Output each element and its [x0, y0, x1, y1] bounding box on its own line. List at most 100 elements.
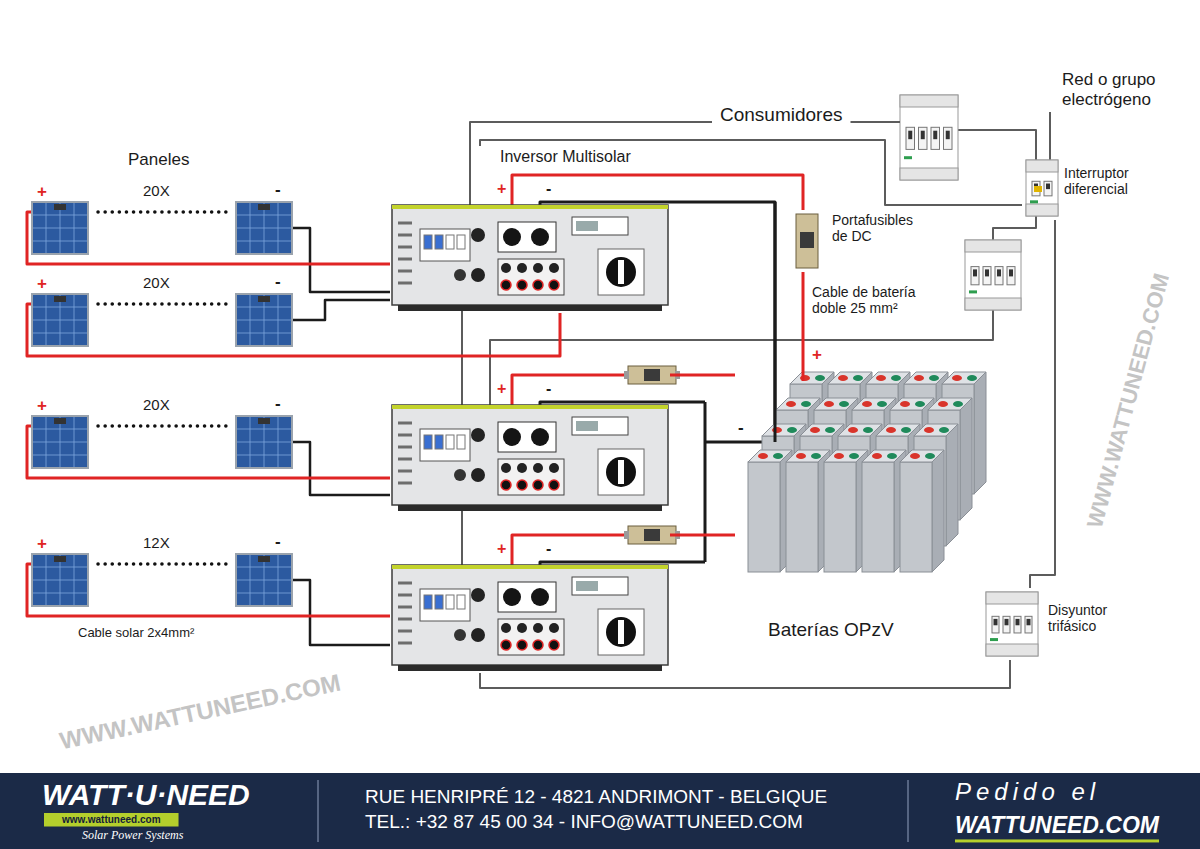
io-terminal: [501, 263, 511, 273]
cell-side: [946, 424, 958, 546]
cell-top: [876, 424, 920, 436]
cell-side: [974, 372, 986, 494]
breaker-toggle: [921, 131, 925, 140]
cell-terminal: [824, 401, 834, 407]
ac-wire: [461, 311, 463, 405]
io-terminal: [517, 263, 527, 273]
fuse-holder-symbol: [796, 214, 818, 268]
breaker-mark: [990, 638, 998, 641]
inverter-base: [398, 305, 662, 311]
battery-terminal: [503, 428, 521, 446]
panel-grid: [237, 580, 291, 581]
load-label: Consumidores: [720, 104, 843, 126]
breaker-body: [986, 592, 1038, 656]
footer-band: [0, 773, 1200, 849]
panel-grid: [74, 203, 75, 253]
panel-grid: [237, 320, 291, 321]
node-label: Disyuntor trifásico: [1048, 602, 1122, 634]
inverter-case: [392, 565, 668, 665]
node-label: -: [546, 180, 551, 198]
io-terminal: [501, 463, 511, 473]
breaker-mark: [1030, 200, 1038, 203]
panel-grid: [74, 417, 75, 467]
footer-separator: [907, 780, 909, 842]
pv-breaker-pole: [424, 435, 432, 449]
node-label: +: [497, 180, 506, 198]
continuation-dots: [98, 302, 228, 306]
cell-top: [776, 398, 820, 410]
node-label: Baterías OPzV: [768, 619, 894, 641]
ac-cable: [480, 140, 1022, 205]
panel-grid: [237, 455, 291, 456]
node-label: -: [275, 180, 281, 200]
panel-grid: [33, 580, 87, 581]
node-label: -: [275, 272, 281, 292]
battery-terminal: [531, 228, 549, 246]
test-button: [1034, 186, 1042, 192]
cell-terminal: [901, 427, 911, 433]
breaker-pole: [995, 267, 1003, 285]
cell-top: [866, 372, 910, 384]
inverter-base: [398, 665, 662, 671]
battery-cell: [786, 450, 830, 572]
breaker-symbol: [900, 95, 958, 180]
mc4-connector: [471, 428, 485, 442]
panel-body: [32, 416, 88, 468]
section-title: Paneles: [128, 150, 189, 170]
continuation-dots: [98, 210, 228, 214]
panel-grid: [237, 333, 291, 334]
mc4-connector: [471, 588, 485, 602]
ac-cable: [480, 660, 1010, 688]
breaker-bottom: [986, 644, 1038, 656]
pv-breaker-pole: [424, 235, 432, 249]
panel-grid: [33, 320, 87, 321]
positive-wire: [802, 345, 805, 381]
display-screen: [576, 421, 598, 431]
cell-terminal: [891, 375, 901, 381]
breaker-pole: [944, 127, 953, 149]
display-screen: [576, 581, 598, 591]
cell-top: [814, 398, 858, 410]
cell-terminal: [939, 427, 949, 433]
vent: [398, 446, 412, 449]
cell-terminal: [910, 453, 920, 459]
node-label: +: [497, 380, 506, 398]
battery-cell: [824, 450, 868, 572]
inverter: Inversor Multisolar+-: [390, 146, 670, 313]
brand-tagline: Solar Power Systems: [82, 829, 183, 843]
solar-panel: [32, 202, 88, 254]
cell-front: [786, 462, 818, 572]
io-terminal-block: [498, 619, 564, 655]
panel-grid: [33, 241, 87, 242]
dc-cable: [670, 374, 735, 377]
battery-terminal: [531, 428, 549, 446]
fuse-cap: [800, 232, 814, 248]
cell-terminal: [786, 401, 796, 407]
breaker-pole: [1007, 267, 1015, 285]
panel-body: [32, 294, 88, 346]
panel-grid: [33, 333, 87, 334]
cell-top: [890, 398, 934, 410]
node-label: -: [546, 380, 551, 398]
cell-top: [914, 424, 958, 436]
vent: [398, 434, 412, 437]
fuse-clip: [624, 531, 629, 539]
panel-grid: [278, 555, 279, 605]
cell-side: [932, 450, 944, 572]
cell-terminal: [886, 427, 896, 433]
ac-wire: [1049, 112, 1051, 160]
io-terminal: [501, 640, 511, 650]
cell-terminal: [862, 401, 872, 407]
breaker-pole: [919, 127, 928, 149]
vent: [398, 606, 412, 609]
io-terminal: [517, 280, 527, 290]
io-terminal: [501, 480, 511, 490]
panel-grid: [33, 228, 87, 229]
breaker-pole: [906, 127, 915, 149]
cell-terminal: [839, 401, 849, 407]
brand-logo: WATT·U·NEED: [42, 778, 250, 813]
cell-top: [942, 372, 986, 384]
cell-top: [800, 424, 844, 436]
cell-terminal: [758, 453, 768, 459]
io-terminal: [533, 480, 543, 490]
